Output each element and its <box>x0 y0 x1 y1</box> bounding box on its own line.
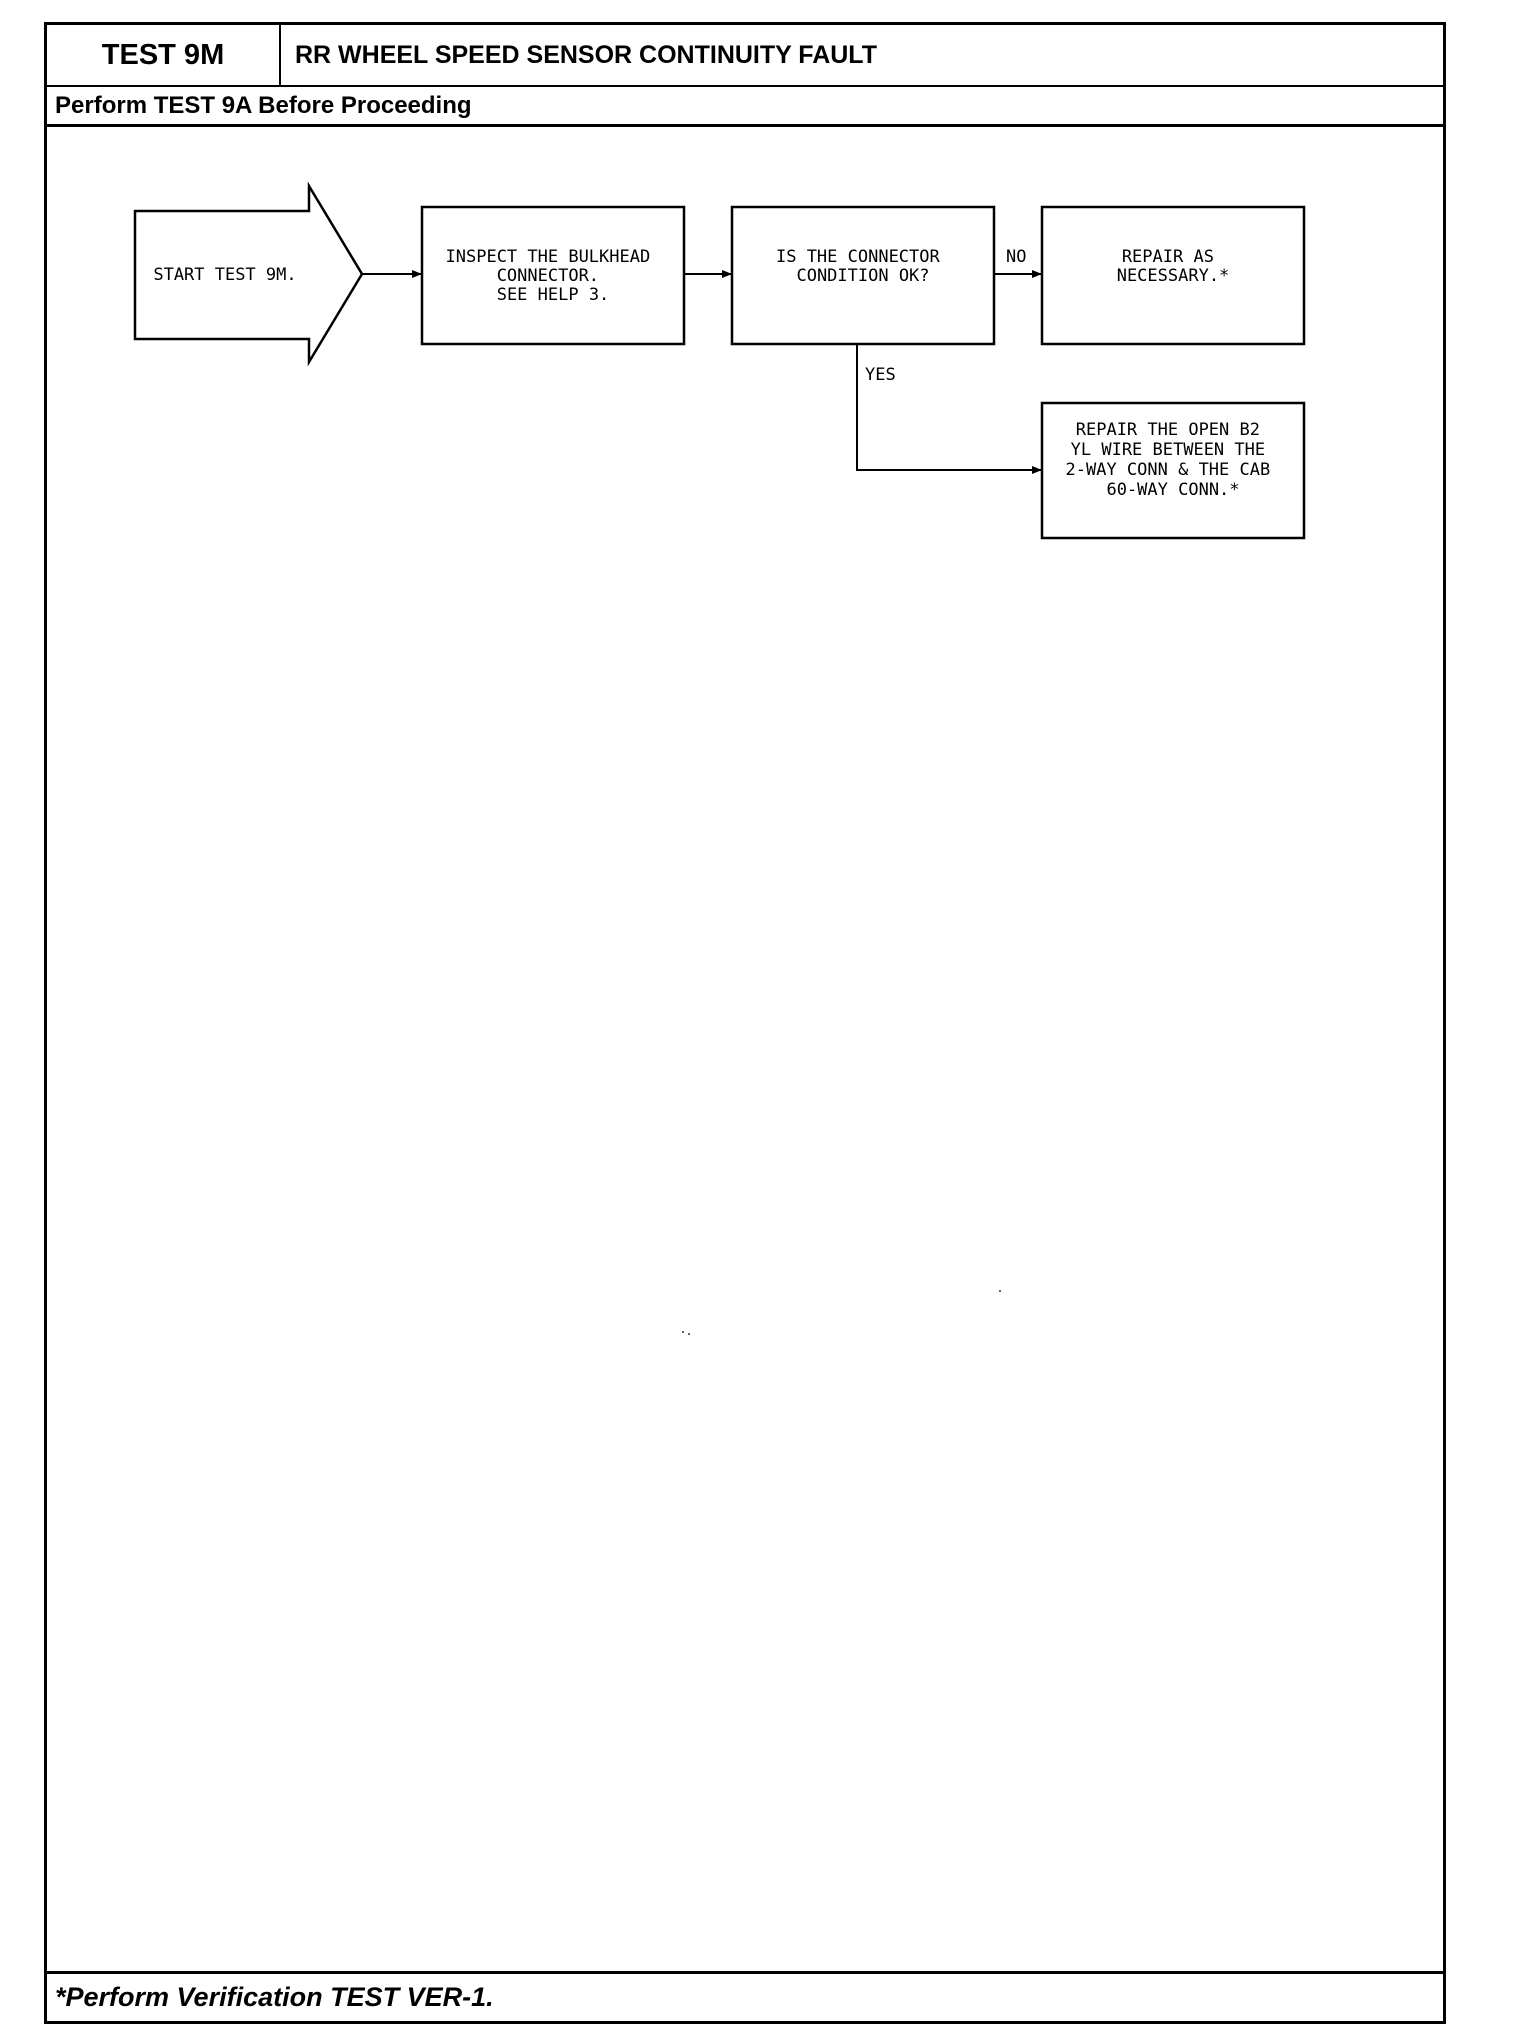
branch-label-no: NO <box>1006 247 1026 267</box>
repair-open-node-line-4: 60-WAY CONN.* <box>1106 480 1239 500</box>
repair-necessary-node-line-2: NECESSARY.* <box>1117 266 1230 286</box>
start-node-line-1: START TEST 9M. <box>153 265 296 285</box>
repair-open-node-line-3: 2-WAY CONN & THE CAB <box>1066 460 1271 480</box>
inspect-node-shape <box>420 205 686 346</box>
test-title: RR WHEEL SPEED SENSOR CONTINUITY FAULT <box>295 40 877 69</box>
start-node-label: START TEST 9M. <box>153 265 296 285</box>
inspect-node-label: INSPECT THE BULKHEAD CONNECTOR. SEE HELP… <box>446 247 661 305</box>
decision-node-line-1: IS THE CONNECTOR <box>776 247 941 267</box>
repair-open-node-line-2: YL WIRE BETWEEN THE <box>1071 440 1265 460</box>
connector-decision-to-repair-open <box>856 344 1042 474</box>
decision-node-shape <box>730 205 996 346</box>
repair-necessary-node-line-1: REPAIR AS <box>1122 247 1214 267</box>
prerequisite-note: Perform TEST 9A Before Proceeding <box>47 87 1443 127</box>
scan-speck <box>688 1333 690 1335</box>
repair-necessary-node-label: REPAIR AS NECESSARY.* <box>1117 247 1230 286</box>
start-node-shape <box>133 181 364 367</box>
inspect-node-line-2: CONNECTOR. <box>497 266 599 286</box>
scan-speck <box>999 1290 1001 1292</box>
decision-node-line-2: CONDITION OK? <box>796 266 929 286</box>
inspect-node-line-3: SEE HELP 3. <box>497 285 610 305</box>
test-id: TEST 9M <box>47 25 281 85</box>
inspect-node-line-1: INSPECT THE BULKHEAD <box>446 247 651 267</box>
repair-open-node-shape <box>1040 401 1306 540</box>
branch-label-yes: YES <box>865 365 896 385</box>
repair-necessary-node-shape <box>1040 205 1306 346</box>
scan-speck <box>682 1331 684 1333</box>
page-frame: TEST 9M RR WHEEL SPEED SENSOR CONTINUITY… <box>44 22 1446 2024</box>
decision-node-label: IS THE CONNECTOR CONDITION OK? <box>776 247 950 286</box>
repair-open-node-label: REPAIR THE OPEN B2 YL WIRE BETWEEN THE 2… <box>1066 420 1281 500</box>
verification-note: *Perform Verification TEST VER-1. <box>47 1971 1443 2021</box>
repair-open-node-line-1: REPAIR THE OPEN B2 <box>1076 420 1260 440</box>
header-row: TEST 9M RR WHEEL SPEED SENSOR CONTINUITY… <box>47 25 1443 87</box>
